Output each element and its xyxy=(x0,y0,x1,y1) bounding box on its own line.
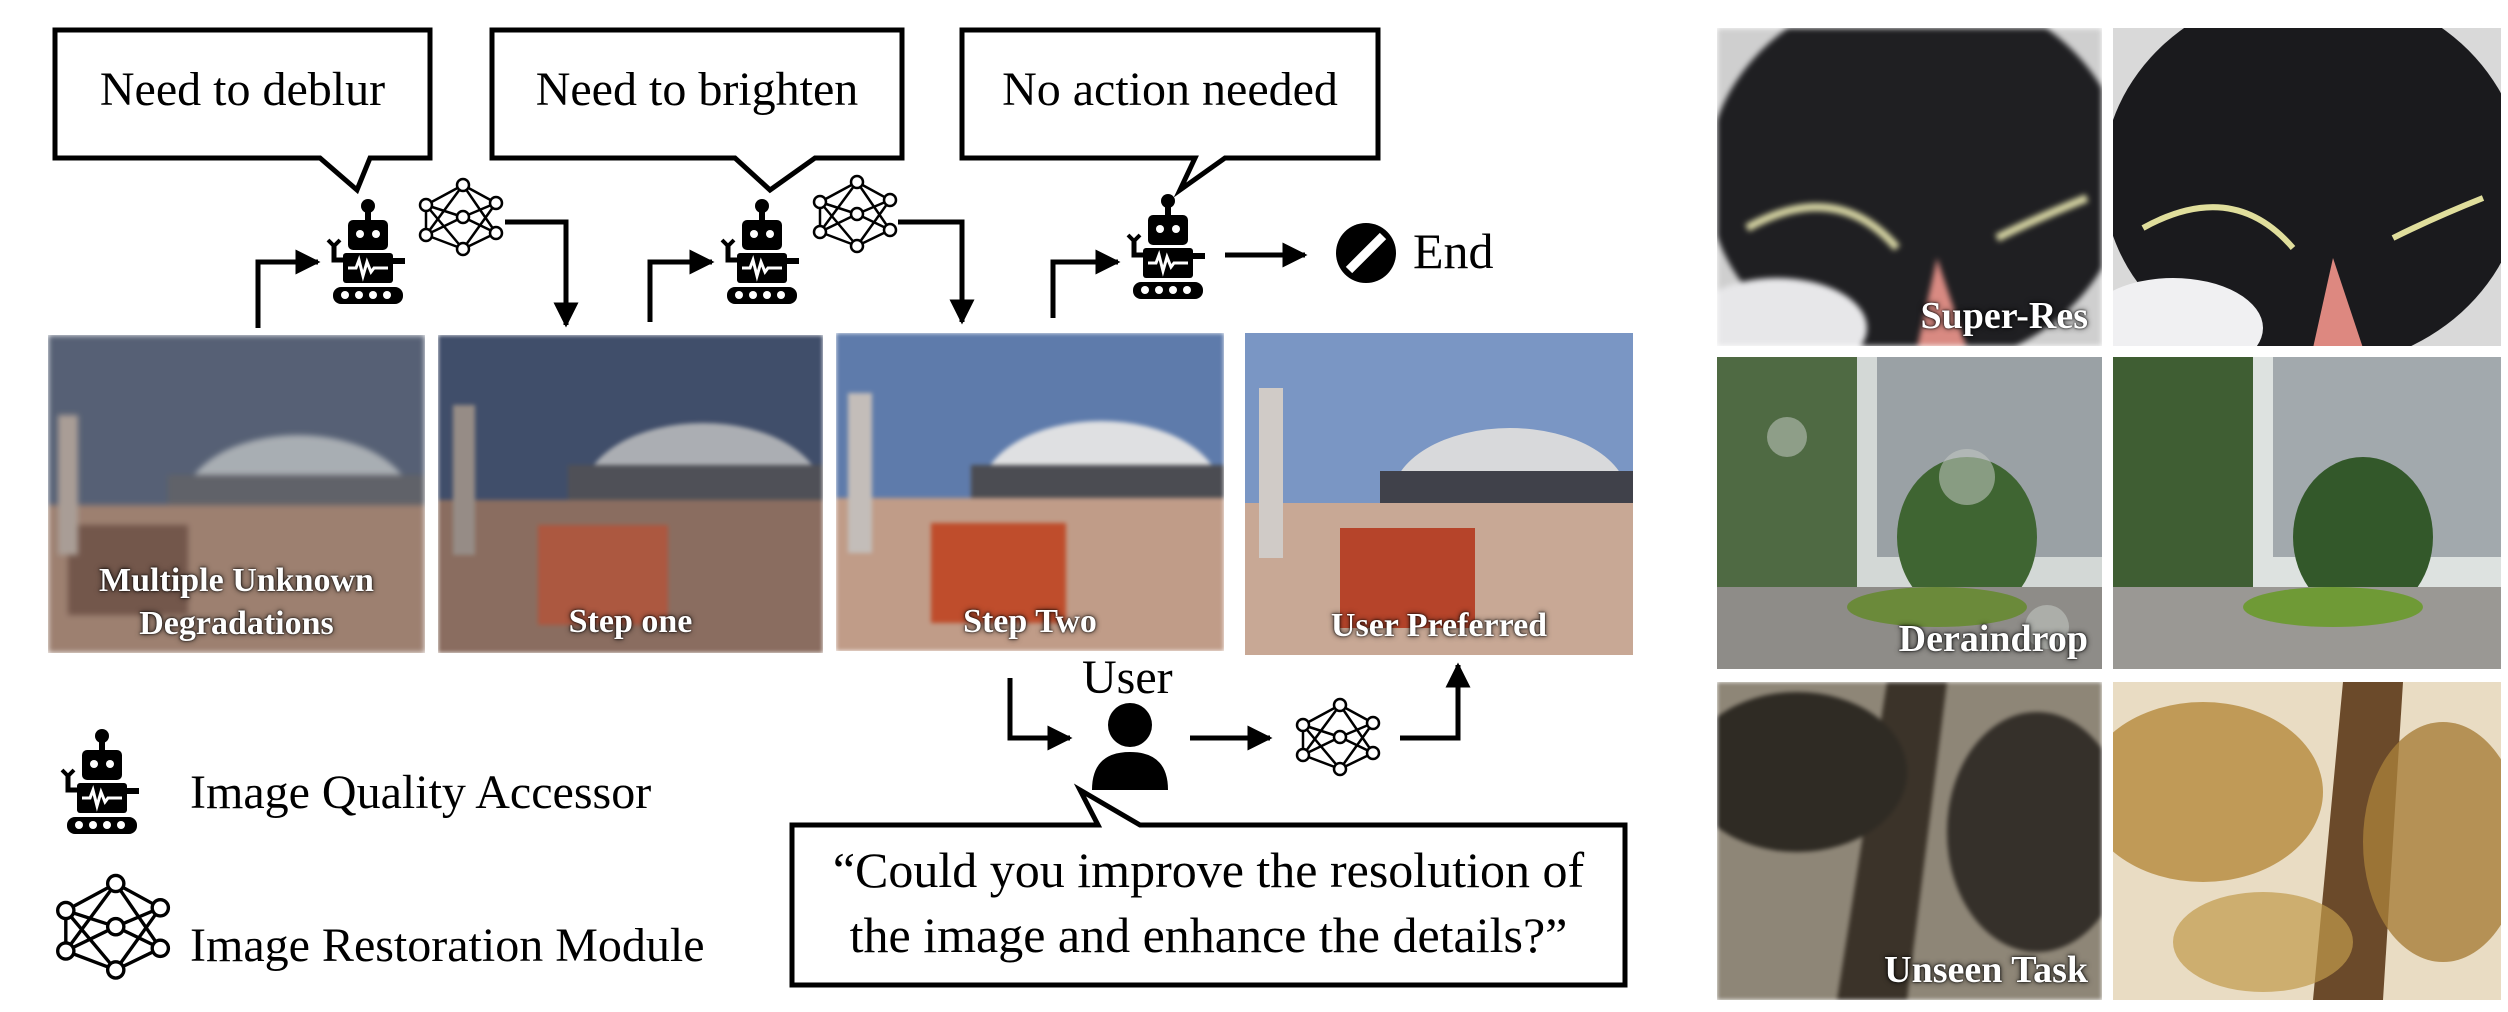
neural-network-icon xyxy=(418,177,504,257)
legend-accessor-label: Image Quality Accessor xyxy=(190,766,652,819)
speech-bubble-brighten xyxy=(489,27,905,194)
example-unseen-output xyxy=(2113,682,2501,1000)
stage-image-step-two: Step Two xyxy=(836,333,1224,651)
user-icon xyxy=(1092,703,1168,790)
example-deraindrop-input: Deraindrop xyxy=(1717,357,2102,669)
example-superres-input: Super-Res xyxy=(1717,28,2102,346)
bubble-text-brighten: Need to brighten xyxy=(535,63,859,116)
example-caption-deraindrop: Deraindrop xyxy=(1898,618,2088,660)
stage-image-step-one: Step one xyxy=(438,335,823,653)
example-caption-unseen: Unseen Task xyxy=(1884,949,2088,991)
example-deraindrop-output xyxy=(2113,357,2501,669)
user-label: User xyxy=(1082,651,1173,704)
neural-network-icon xyxy=(56,873,171,980)
stage-caption-step-two: Step Two xyxy=(963,602,1097,640)
robot-icon xyxy=(722,199,799,304)
example-caption-superres: Super-Res xyxy=(1920,295,2088,337)
neural-network-icon xyxy=(812,174,898,254)
robot-icon xyxy=(328,199,405,304)
example-superres-output xyxy=(2113,28,2501,346)
stage-caption-step-one: Step one xyxy=(568,602,693,640)
stage-image-user-preferred: User Preferred xyxy=(1245,333,1633,655)
robot-icon xyxy=(62,729,139,834)
stage-caption-line2: Degradations xyxy=(139,604,334,642)
neural-network-icon xyxy=(1295,697,1381,777)
end-label: End xyxy=(1413,223,1494,279)
legend-restoration-label: Image Restoration Module xyxy=(190,919,705,972)
user-quote: “Could you improve the resolution of the… xyxy=(792,838,1625,968)
flow-arrows xyxy=(255,219,1471,751)
bubble-text-no-action: No action needed xyxy=(1002,63,1338,116)
stage-caption-user-preferred: User Preferred xyxy=(1330,606,1548,644)
no-entry-icon xyxy=(1336,223,1396,283)
speech-bubble-no-action xyxy=(959,27,1381,198)
speech-bubble-deblur xyxy=(52,27,433,195)
example-unseen-input: Unseen Task xyxy=(1717,682,2102,1000)
robot-icon xyxy=(1128,194,1205,299)
stage-image-degraded: Multiple Unknown Degradations xyxy=(48,335,425,653)
user-quote-line2: the image and enhance the details?” xyxy=(849,907,1568,963)
bubble-text-deblur: Need to deblur xyxy=(99,63,386,116)
stage-caption-line1: Multiple Unknown xyxy=(99,562,374,599)
user-quote-line1: “Could you improve the resolution of xyxy=(832,842,1585,898)
user-quote-bubble xyxy=(789,783,1628,988)
